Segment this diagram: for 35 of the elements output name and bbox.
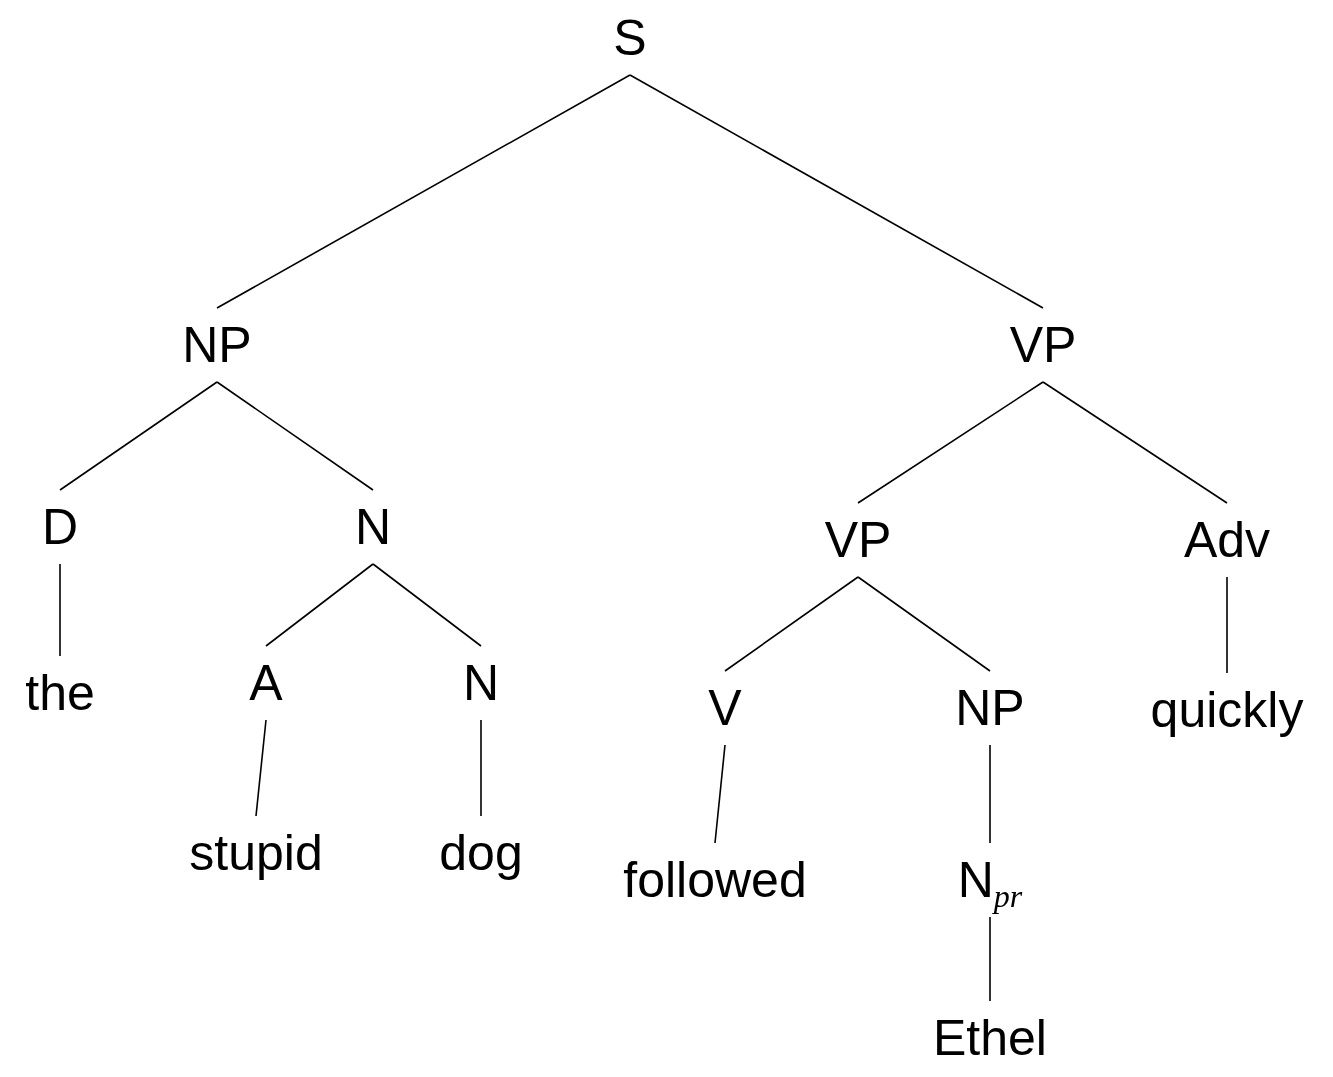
tree-branch: [216, 74, 631, 309]
tree-label: VP: [820, 503, 896, 577]
tree-branch: [714, 744, 726, 844]
tree-label: VP: [1005, 308, 1081, 382]
tree-label: S: [609, 1, 651, 75]
tree-label: dog: [435, 816, 527, 890]
tree-branch: [59, 381, 218, 491]
tree-branch: [1042, 381, 1228, 504]
tree-label: D: [37, 490, 83, 564]
tree-branch: [372, 563, 482, 647]
tree-branch: [255, 719, 267, 817]
tree-label: the: [21, 656, 99, 730]
tree-label: N: [350, 490, 396, 564]
tree-branch: [857, 381, 1044, 504]
tree-label: N: [458, 646, 504, 720]
tree-label: V: [704, 671, 746, 745]
tree-branch: [59, 563, 61, 657]
tree-branch: [629, 74, 1044, 309]
tree-label: Adv: [1179, 503, 1275, 577]
tree-branch: [265, 563, 374, 647]
tree-label: N$_{pr}$: [953, 843, 1027, 917]
tree-label: A: [245, 646, 287, 720]
tree-label: quickly: [1146, 673, 1308, 747]
tree-label: stupid: [185, 816, 327, 890]
tree-branch: [1226, 576, 1228, 674]
tree-branch: [216, 381, 374, 491]
tree-branch: [989, 744, 991, 844]
tree-branch: [989, 916, 991, 1002]
tree-branch: [724, 576, 859, 672]
tree-label: NP: [178, 308, 256, 382]
tree-label: Ethel: [929, 1001, 1051, 1075]
tree-branch: [857, 576, 991, 672]
tree-label: followed: [619, 843, 811, 917]
tree-label: NP: [951, 671, 1029, 745]
tree-branch: [480, 719, 482, 817]
